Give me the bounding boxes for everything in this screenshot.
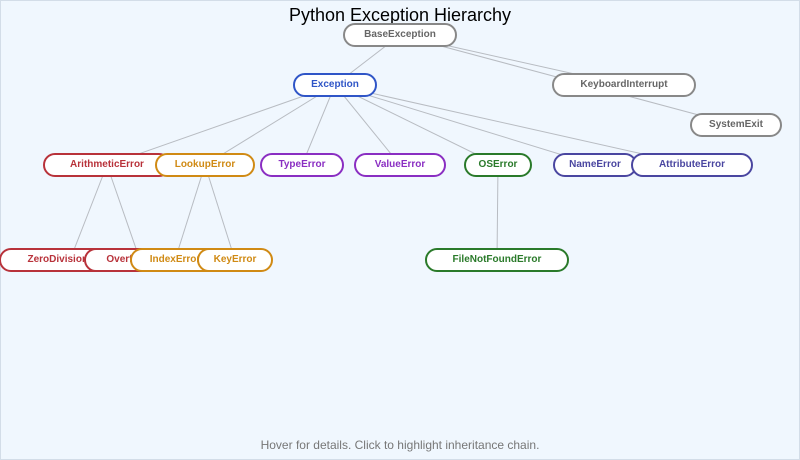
edge-arithmeticerror-zerodivisionerror xyxy=(69,164,108,261)
edge-lookuperror-indexerror xyxy=(174,164,206,261)
node-value-error[interactable]: ValueError xyxy=(354,153,446,177)
node-base-exception[interactable]: BaseException xyxy=(343,23,457,47)
node-attribute-error[interactable]: AttributeError xyxy=(631,153,753,177)
node-arithmetic-error[interactable]: ArithmeticError xyxy=(43,153,171,177)
edge-exception-attributeerror xyxy=(334,84,693,166)
node-type-error[interactable]: TypeError xyxy=(260,153,344,177)
node-system-exit[interactable]: SystemExit xyxy=(690,113,782,137)
node-keyboard-interrupt[interactable]: KeyboardInterrupt xyxy=(552,73,696,97)
edge-exception-valueerror xyxy=(334,84,401,166)
node-file-not-found-error[interactable]: FileNotFoundError xyxy=(425,248,569,272)
node-key-error[interactable]: KeyError xyxy=(197,248,273,272)
node-lookup-error[interactable]: LookupError xyxy=(155,153,255,177)
edge-exception-oserror xyxy=(334,84,499,166)
edge-exception-nameerror xyxy=(334,84,596,166)
node-oserror[interactable]: OSError xyxy=(464,153,532,177)
edge-oserror-filenotfounderror xyxy=(496,164,499,261)
edge-exception-typeerror xyxy=(301,84,336,166)
footer-hint: Hover for details. Click to highlight in… xyxy=(260,438,540,452)
edge-arithmeticerror-overflowerror xyxy=(106,164,141,261)
node-name-error[interactable]: NameError xyxy=(553,153,637,177)
edge-exception-lookuperror xyxy=(204,84,336,166)
edge-exception-arithmeticerror xyxy=(106,84,336,166)
page-title: Python Exception Hierarchy xyxy=(288,5,512,25)
edge-lookuperror-keyerror xyxy=(204,164,236,261)
node-exception[interactable]: Exception xyxy=(293,73,377,97)
